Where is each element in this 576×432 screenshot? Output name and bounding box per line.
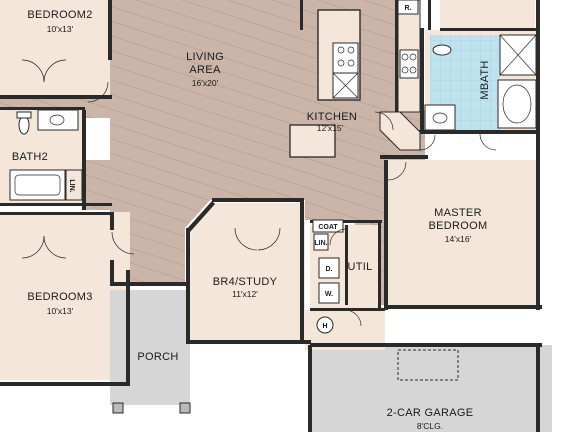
sink-drain-lower-right [347, 59, 355, 67]
master-toilet [432, 44, 452, 56]
master-label-2: BEDROOM [429, 220, 488, 232]
bedroom3-dim: 10'x13' [47, 306, 74, 316]
porch-post-right [179, 402, 191, 414]
shower-x2 [499, 34, 537, 76]
coat-closet [312, 219, 344, 233]
bedroom2-label: BEDROOM2 [27, 9, 92, 21]
bath2-toilet [18, 115, 30, 135]
living-dim: 16'x20' [192, 78, 219, 88]
living-label-1: LIVING [186, 51, 224, 63]
bedroom2-floor [0, 0, 110, 98]
bedroom3-floor [0, 212, 130, 380]
bath2-linen-label: LIN. [68, 179, 75, 192]
living-area-floor [0, 0, 395, 305]
bar-counter [289, 124, 336, 158]
walls [0, 0, 542, 432]
refrigerator [397, 0, 419, 15]
water-heater-label: H [322, 323, 327, 330]
dryer-label: D. [326, 266, 333, 273]
util-linen [313, 233, 329, 251]
master-tub [497, 79, 537, 129]
garage-dim: 8'CLG. [417, 421, 443, 431]
burner-3 [401, 66, 409, 74]
mbath-label: MBATH [479, 60, 491, 99]
dryer [318, 257, 340, 279]
washer-label: W. [325, 291, 333, 298]
bath2-linen [65, 169, 83, 201]
kitchen-label: KITCHEN [307, 111, 357, 123]
door-swings [21, 59, 497, 327]
kitchen-dim: 12'x15' [317, 123, 344, 133]
washer [318, 282, 340, 304]
coat-label: COAT [318, 224, 338, 231]
garage-label: 2-CAR GARAGE [387, 407, 474, 419]
burner-2 [409, 53, 417, 61]
study-dim: 11'x12' [232, 289, 258, 299]
bath2-vanity [37, 109, 79, 131]
sink-drain-left [337, 46, 345, 54]
water-heater [316, 316, 334, 334]
garage-floor [312, 345, 552, 432]
sink-drain-right [347, 46, 355, 54]
porch-label: PORCH [137, 351, 178, 363]
master-vanity [424, 104, 456, 131]
master-dim: 14'x16' [445, 234, 472, 244]
bedroom2-dim: 10'x13' [47, 24, 74, 34]
util-linen-label: LIN. [314, 240, 327, 247]
refrigerator-label: R. [405, 5, 412, 12]
bath2-tub-inner [14, 174, 61, 196]
bath2-toilet-tank [16, 111, 32, 119]
kitchen-sink [332, 42, 359, 74]
porch-floor [110, 290, 190, 405]
study-label: BR4/STUDY [213, 276, 278, 288]
range [399, 49, 419, 79]
sink-drain-lower-left [337, 59, 345, 67]
study-floor [186, 203, 305, 340]
master-label-1: MASTER [434, 207, 482, 219]
dishwasher-x2 [332, 72, 359, 99]
living-label-2: AREA [189, 64, 221, 76]
bath2-label: BATH2 [12, 151, 48, 163]
master-sink [432, 112, 448, 124]
master-tub-basin [502, 84, 532, 124]
burner-1 [401, 53, 409, 61]
porch-post-left [112, 402, 124, 414]
burner-4 [409, 66, 417, 74]
util-label: UTIL [347, 261, 372, 273]
bath2-sink [49, 114, 65, 126]
bath2-tub [9, 169, 66, 201]
garage-storage [397, 349, 459, 381]
master-bedroom-floor [388, 160, 538, 305]
bedroom3-label: BEDROOM3 [27, 291, 92, 303]
master-closet-floor [440, 0, 535, 28]
